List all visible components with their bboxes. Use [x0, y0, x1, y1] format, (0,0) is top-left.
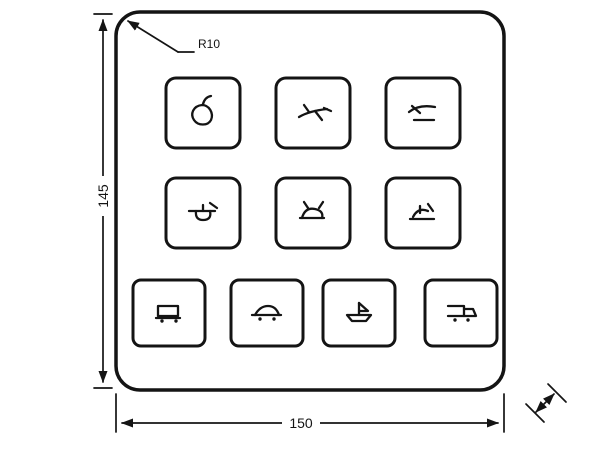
car-icon	[250, 304, 283, 321]
width-dimension-label: 150	[289, 415, 313, 431]
boat-icon	[345, 301, 373, 323]
width-dimension	[115, 393, 505, 433]
height-dimension-label: 145	[95, 184, 111, 208]
key-r1c1	[164, 76, 242, 150]
apple-icon	[191, 94, 213, 126]
key-r2c2	[274, 176, 352, 250]
jet-icon	[407, 104, 437, 122]
key-r2c1	[164, 176, 242, 250]
corner-radius-leader	[127, 20, 195, 53]
truck-icon	[446, 304, 478, 322]
key-r3c2	[229, 278, 305, 348]
key-r3c4	[423, 278, 499, 348]
tram-icon	[154, 304, 182, 323]
fan-icon	[187, 201, 219, 222]
device-outline	[114, 10, 506, 392]
height-dimension	[93, 13, 113, 389]
key-r3c3	[321, 278, 397, 348]
key-r1c3	[384, 76, 462, 150]
insect-icon	[408, 202, 436, 221]
depth-dimension	[525, 383, 567, 423]
key-r3c1	[131, 278, 207, 348]
key-r2c3	[384, 176, 462, 250]
animal-icon	[298, 200, 326, 220]
plane-icon	[297, 103, 333, 122]
key-r1c2	[274, 76, 352, 150]
corner-radius-label: R10	[198, 37, 220, 51]
